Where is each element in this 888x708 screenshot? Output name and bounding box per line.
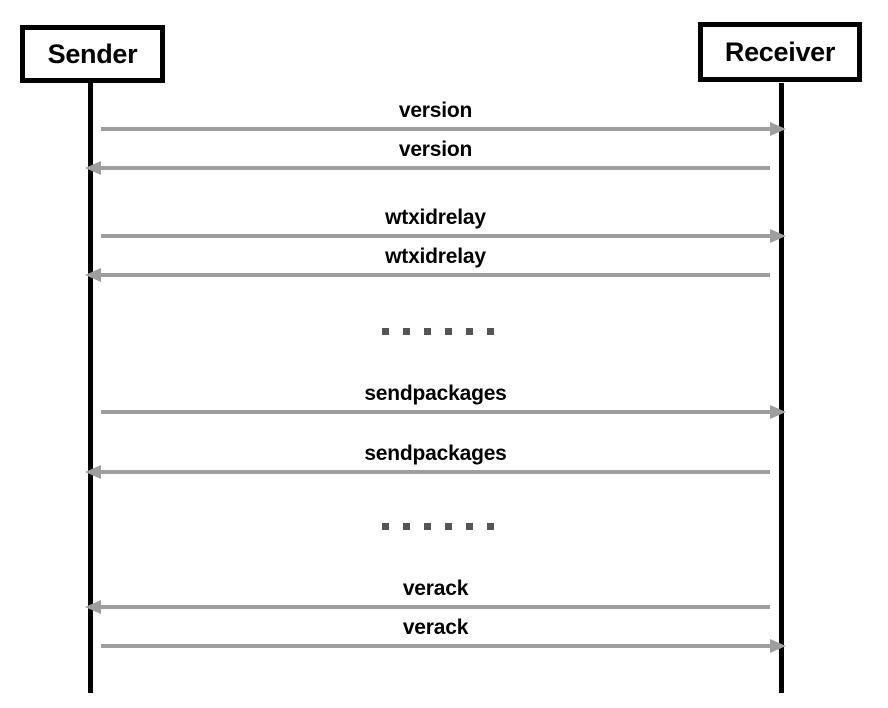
message-line [101,605,770,609]
ellipsis-dot [424,328,431,335]
message-label: verack [402,577,469,600]
ellipsis-dot [466,523,473,530]
ellipsis-dot [424,523,431,530]
message-label: sendpackages [364,382,507,405]
message-line [101,410,770,414]
arrowhead-right-icon [770,405,786,419]
arrowhead-left-icon [85,600,101,614]
message-label: verack [402,616,469,639]
participant-box-receiver[interactable]: Receiver [698,22,862,82]
message-line [101,234,770,238]
message-label: wtxidrelay [385,245,486,268]
participant-label-receiver: Receiver [724,36,836,67]
continuation-ellipsis [382,523,494,530]
ellipsis-dot [466,328,473,335]
message-label: sendpackages [364,442,507,465]
message-line [101,127,770,131]
ellipsis-dot [403,328,410,335]
ellipsis-dot [445,523,452,530]
arrowhead-right-icon [770,229,786,243]
message-line [101,644,770,648]
arrowhead-left-icon [85,161,101,175]
participant-label-sender: Sender [47,38,138,69]
ellipsis-dot [382,328,389,335]
ellipsis-dot [445,328,452,335]
message-label: wtxidrelay [385,206,486,229]
arrowhead-left-icon [85,268,101,282]
message-line [101,470,770,474]
ellipsis-dot [382,523,389,530]
arrowhead-right-icon [770,122,786,136]
participant-box-sender[interactable]: Sender [20,25,165,83]
arrowhead-left-icon [85,465,101,479]
ellipsis-dot [487,328,494,335]
lifeline-receiver [779,83,784,693]
ellipsis-dot [487,523,494,530]
message-line [101,166,770,170]
message-label: version [398,99,473,122]
continuation-ellipsis [382,328,494,335]
message-label: version [398,138,473,161]
ellipsis-dot [403,523,410,530]
lifeline-sender [88,83,93,693]
message-line [101,273,770,277]
arrowhead-right-icon [770,639,786,653]
